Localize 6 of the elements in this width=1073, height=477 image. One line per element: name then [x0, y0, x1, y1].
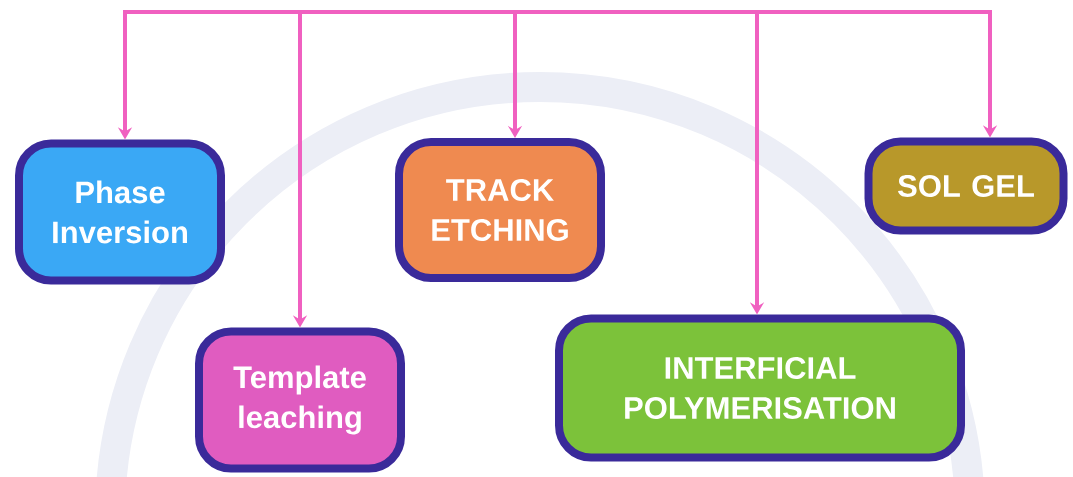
process-box: Phase Inversion	[15, 139, 225, 285]
process-box: INTERFICIAL POLYMERISATION	[555, 314, 965, 462]
process-box: SOL GEL	[864, 137, 1068, 235]
process-box: Template leaching	[195, 327, 405, 473]
process-box: TRACK ETCHING	[395, 138, 605, 282]
connector-line	[123, 10, 992, 14]
